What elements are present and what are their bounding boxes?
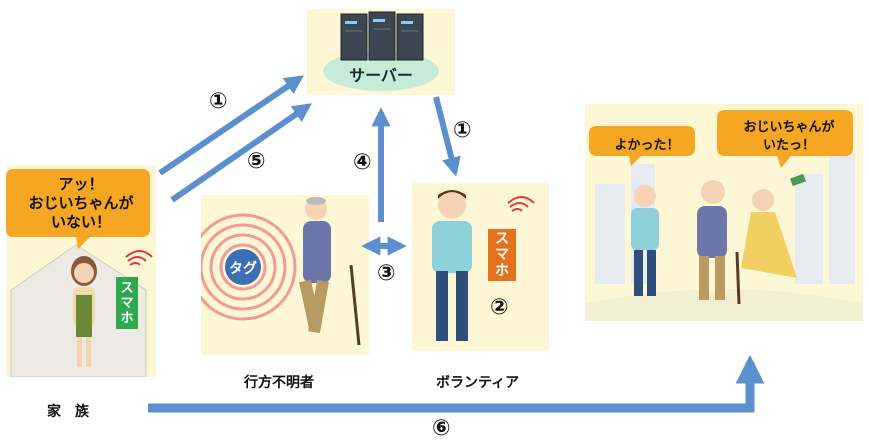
tag-circle — [225, 249, 261, 285]
server-graphic — [323, 11, 439, 91]
step-1-marker-right: ① — [453, 118, 472, 143]
reunion-speech-bubble-left — [589, 126, 695, 166]
reunion-boy-figure — [631, 185, 659, 296]
family-speech-line-2: おじいちゃんが — [28, 194, 134, 212]
missing-person-panel: タグ — [201, 195, 369, 355]
volunteer-scene — [432, 190, 535, 341]
reunion-grandfather-figure — [697, 180, 727, 300]
tag-radar-icon — [201, 213, 297, 321]
walking-cane-icon — [735, 251, 741, 305]
volunteer-figure — [432, 190, 472, 341]
signal-waves-icon — [125, 250, 153, 266]
reunion-speech-right-line-2: いたっ！ — [762, 138, 815, 153]
signal-waves-icon — [507, 196, 535, 212]
step-4-marker: ④ — [353, 150, 372, 175]
reunion-speech-bubble-right — [717, 110, 853, 168]
missing-person-caption: 行方不明者 — [244, 375, 314, 391]
reunion-scene — [585, 110, 863, 321]
volunteer-phone-label: スマホ — [495, 231, 509, 279]
ground — [585, 289, 863, 321]
arrow-step-5-server-to-family — [170, 103, 312, 203]
family-phone-label: スマホ — [120, 281, 134, 326]
old-man-figure — [299, 197, 331, 334]
server-rack-icon — [340, 11, 424, 61]
family-woman-figure — [71, 256, 97, 367]
step-1-marker-left: ① — [209, 89, 228, 114]
family-panel: アッ！ おじいちゃんが いない！ スマホ — [6, 165, 156, 377]
reunion-speech-right-line-1: おじいちゃんが — [743, 120, 835, 135]
walking-cane-icon — [349, 264, 361, 346]
step-6-marker: ⑥ — [432, 416, 451, 441]
server-oval — [323, 51, 439, 91]
server-panel: サーバー — [307, 9, 455, 95]
tag-label: タグ — [229, 261, 257, 277]
missing-person-scene — [201, 197, 361, 346]
family-scene — [6, 169, 153, 377]
family-phone — [116, 277, 138, 329]
reunion-woman-figure — [741, 173, 806, 278]
reunion-panel: よかった！ おじいちゃんが いたっ！ — [585, 104, 863, 321]
volunteer-caption: ボランティア — [436, 375, 520, 391]
reunion-speech-left: よかった！ — [614, 138, 680, 153]
family-caption: 家 族 — [47, 404, 89, 420]
step-3-marker: ③ — [377, 261, 396, 286]
arrow-step-1-family-to-server — [158, 75, 304, 176]
server-label: サーバー — [349, 66, 413, 85]
step-5-marker: ⑤ — [247, 149, 266, 174]
step-2-marker: ② — [490, 295, 509, 320]
family-speech-line-3: いない！ — [50, 213, 111, 231]
volunteer-phone — [488, 229, 516, 281]
family-speech-bubble — [6, 169, 150, 249]
volunteer-panel: スマホ ② — [412, 183, 549, 351]
family-speech-line-1: アッ！ — [58, 175, 104, 193]
